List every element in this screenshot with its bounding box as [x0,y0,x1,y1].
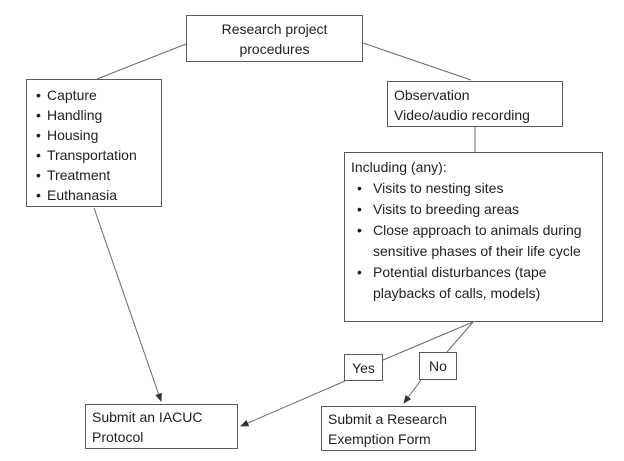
observation-line: Observation [394,87,470,103]
list-item-text: Visits to nesting sites [373,180,504,196]
list-item: • Treatment [27,165,161,185]
node-research-project-procedures: Research project procedures [186,15,363,62]
bullet-icon: • [36,167,41,183]
node-label: Submit a Research Exemption Form [328,411,448,447]
including-list: • Visits to nesting sites • Visits to br… [351,178,596,304]
list-item: • Potential disturbances (tape playbacks… [351,262,596,304]
list-item: • Transportation [27,145,161,165]
bullet-icon: • [36,127,41,143]
list-item-text: Housing [47,127,99,143]
no-label: No [429,358,447,374]
bullet-icon: • [357,180,362,196]
bullet-icon: • [36,107,41,123]
including-header: Including (any): [351,159,447,175]
list-item: • Housing [27,125,161,145]
list-item: • Capture [27,85,161,105]
list-item: • Close approach to animals during sensi… [351,220,596,262]
bullet-icon: • [357,264,362,280]
connector-top-to-observation [362,42,472,81]
node-no: No [419,352,457,380]
bullet-icon: • [36,187,41,203]
connector-including-to-no [446,321,474,353]
list-item: • Handling [27,105,161,125]
arrow-yes-to-iacuc [240,380,346,427]
list-item: • Visits to breeding areas [351,199,596,220]
yes-label: Yes [352,359,375,376]
observation-line: Video/audio recording [394,107,530,123]
invasive-procedure-list: • Capture • Handling • Housing • Transpo… [27,85,161,205]
arrow-procedures-to-iacuc [93,207,162,402]
list-item-text: Transportation [47,147,137,163]
list-item-text: Handling [47,107,103,123]
list-item-text: Potential disturbances (tape playbacks o… [373,264,547,301]
node-label: Submit an IACUC Protocol [92,409,203,445]
list-item-text: Capture [47,87,97,103]
connector-top-to-procedures [96,43,187,80]
list-item: • Euthanasia [27,185,161,205]
list-item-text: Treatment [47,167,111,183]
node-including-any: Including (any): • Visits to nesting sit… [344,152,603,322]
bullet-icon: • [357,201,362,217]
list-item-text: Close approach to animals during sensiti… [373,222,582,259]
list-item-text: Visits to breeding areas [373,201,520,217]
node-submit-research-exemption-form: Submit a Research Exemption Form [321,406,476,451]
arrow-no-to-exemption [403,379,422,404]
list-item: • Visits to nesting sites [351,178,596,199]
node-invasive-procedures-list: • Capture • Handling • Housing • Transpo… [26,79,162,207]
connector-including-to-yes [382,321,474,361]
bullet-icon: • [357,222,362,238]
bullet-icon: • [36,87,41,103]
node-submit-iacuc-protocol: Submit an IACUC Protocol [85,404,238,449]
list-item-text: Euthanasia [47,187,118,203]
node-yes: Yes [344,354,383,381]
node-label: Research project procedures [221,20,328,57]
bullet-icon: • [36,147,41,163]
